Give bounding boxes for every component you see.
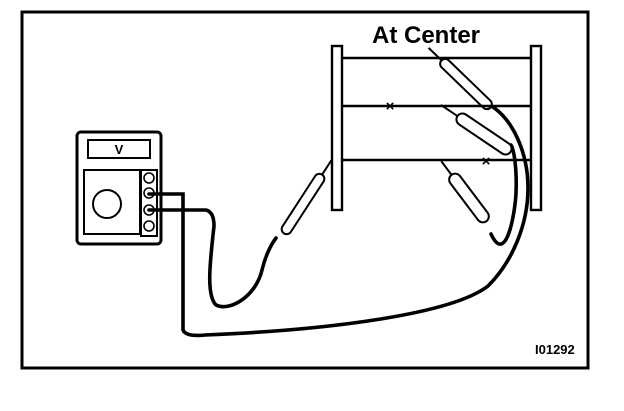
diagram-title: At Center bbox=[372, 22, 480, 49]
outer-frame bbox=[20, 10, 590, 370]
frame-left-post bbox=[330, 44, 344, 212]
test-lead-right bbox=[489, 143, 518, 246]
glass-frame bbox=[330, 44, 543, 212]
center-mark-upper: × bbox=[386, 98, 395, 115]
frame-right-post bbox=[529, 44, 543, 212]
probe-left bbox=[280, 159, 333, 236]
voltmeter-display bbox=[87, 139, 151, 159]
test-lead-inner bbox=[147, 208, 278, 309]
center-mark-lower: × bbox=[482, 153, 491, 170]
voltmeter-jack-4 bbox=[143, 220, 155, 232]
voltmeter-jack-panel bbox=[140, 169, 158, 237]
test-lead-outer bbox=[147, 102, 530, 338]
voltmeter-unit-label: V bbox=[115, 142, 124, 157]
voltmeter-jack-1 bbox=[143, 172, 155, 184]
voltmeter: V bbox=[75, 130, 163, 246]
probe-middle bbox=[440, 104, 513, 156]
figure-code: I01292 bbox=[535, 342, 575, 357]
probe-top bbox=[427, 47, 493, 111]
voltmeter-dial bbox=[92, 189, 122, 219]
